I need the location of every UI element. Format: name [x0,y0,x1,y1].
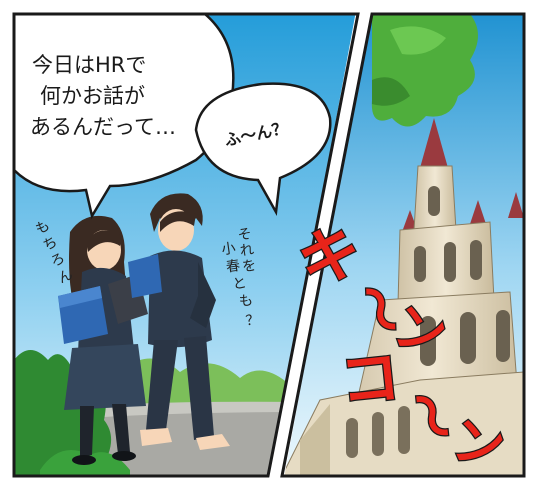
svg-text:も: も [33,218,52,238]
svg-text:春: 春 [225,258,241,276]
panel-gutter [268,0,372,489]
handwritten-boy-words: そ れ を 小 春 と も ？ [221,226,261,330]
speech-bubble-main [14,14,235,220]
left-panel [14,14,358,476]
bubble-main-line-1: 今日はHRで [32,53,146,77]
right-panel [282,14,524,476]
svg-text:も: も [238,292,254,310]
handwritten-girl-words: も ち ろ ん [33,218,75,287]
svg-text:と: と [232,275,248,293]
svg-text:そ: そ [237,226,253,244]
boy-character [128,193,230,450]
svg-text:を: を [241,258,257,276]
svg-text:？: ？ [245,312,261,330]
bubble-main-line-3: あるんだって… [30,115,176,139]
svg-text:ち: ち [41,234,60,254]
sfx-char-6: ン [448,410,510,478]
girl-character [58,215,148,465]
svg-text:小: 小 [221,240,237,258]
svg-text:ろ: ろ [48,250,67,270]
svg-text:ん: ん [56,267,75,287]
bubble-main-line-2: 何かお話が [40,84,145,108]
sfx-char-4: コ [337,342,404,418]
svg-text:れ: れ [239,242,255,260]
clock-tower [282,118,524,476]
left-panel-border [12,12,360,478]
spire-roof [420,118,448,168]
right-panel-border [280,12,526,478]
speech-bubble-small [194,82,332,216]
